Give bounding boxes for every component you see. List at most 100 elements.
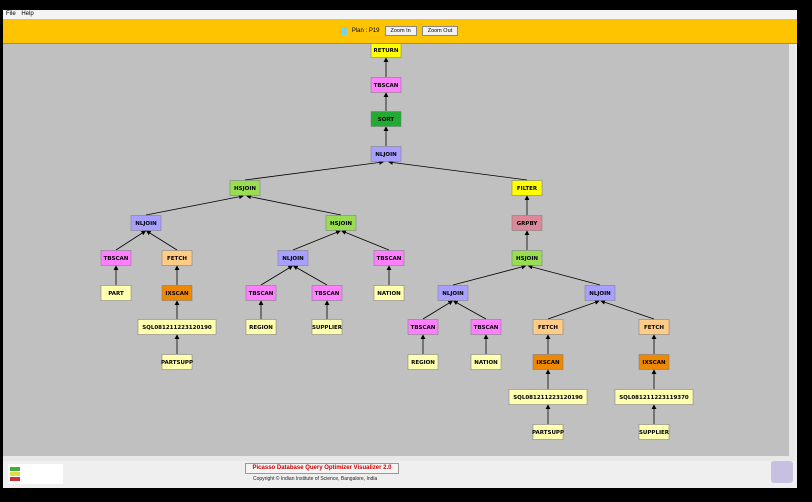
plan-node-nljoin[interactable]: NLJOIN (277, 250, 309, 266)
copyright-text: Copyright © Indian Institute of Science,… (253, 476, 378, 482)
plan-node-table[interactable]: SUPPLIER (638, 424, 670, 440)
plan-tree-canvas[interactable]: RETURN TBSCAN SORT NLJOIN HSJOIN FILTER NLJOIN… (3, 42, 795, 461)
plan-node-label: IXSCAN (642, 360, 666, 366)
toolbar: Plan : P19 Zoom In Zoom Out (3, 19, 797, 44)
plan-node-index[interactable]: SQL081211223119370 (614, 389, 694, 405)
plan-node-sort[interactable]: SORT (370, 111, 402, 127)
plan-node-nljoin[interactable]: NLJOIN (370, 146, 402, 162)
plan-node-box (532, 424, 564, 440)
plan-node-index[interactable]: SQL081211223120190 (508, 389, 588, 405)
plan-node-box (470, 319, 502, 335)
plan-node-return[interactable]: RETURN (370, 42, 402, 58)
iisc-logo (771, 461, 793, 483)
horizontal-scrollbar[interactable] (3, 456, 795, 461)
plan-node-box (137, 319, 217, 335)
plan-node-filter[interactable]: FILTER (511, 180, 543, 196)
plan-node-ixscan[interactable]: IXSCAN (161, 285, 193, 301)
plan-node-label: FETCH (167, 256, 187, 262)
plan-node-label: TBSCAN (104, 256, 129, 262)
plan-node-tbscan[interactable]: TBSCAN (370, 77, 402, 93)
menu-help[interactable]: Help (21, 11, 34, 17)
plan-node-box (532, 319, 564, 335)
plan-node-box (311, 285, 343, 301)
menu-bar: File Help (3, 10, 797, 19)
plan-node-box (511, 250, 543, 266)
plan-node-label: PARTSUPP (161, 360, 193, 366)
plan-node-tbscan[interactable]: TBSCAN (470, 319, 502, 335)
plan-node-tbscan[interactable]: TBSCAN (373, 250, 405, 266)
plan-edge (145, 230, 178, 251)
plan-node-ixscan[interactable]: IXSCAN (532, 354, 564, 370)
plan-node-box (245, 319, 277, 335)
plan-node-fetch[interactable]: FETCH (638, 319, 670, 335)
plan-node-box (407, 319, 439, 335)
plan-node-table[interactable]: REGION (407, 354, 439, 370)
plan-node-fetch[interactable]: FETCH (161, 250, 193, 266)
plan-node-label: FETCH (644, 325, 664, 331)
plan-node-label: REGION (411, 360, 435, 366)
plan-node-hsjoin[interactable]: HSJOIN (229, 180, 261, 196)
plan-node-label: PARTSUPP (532, 430, 564, 436)
plan-node-table[interactable]: NATION (470, 354, 502, 370)
plan-color-swatch (341, 27, 347, 35)
zoom-in-button[interactable]: Zoom In (384, 26, 417, 36)
plan-node-box (638, 319, 670, 335)
vertical-scrollbar[interactable] (789, 44, 795, 456)
plan-node-box (311, 319, 343, 335)
plan-node-grpby[interactable]: GRPBY (511, 215, 543, 231)
plan-edge (260, 265, 294, 286)
plan-node-index[interactable]: SQL081211223120190 (137, 319, 217, 335)
plan-node-table[interactable]: NATION (373, 285, 405, 301)
plan-node-nljoin[interactable]: NLJOIN (584, 285, 616, 301)
plan-node-box (470, 354, 502, 370)
plan-node-label: TBSCAN (315, 291, 340, 297)
plan-node-tbscan[interactable]: TBSCAN (311, 285, 343, 301)
plan-edge (600, 300, 655, 320)
plan-node-nljoin[interactable]: NLJOIN (130, 215, 162, 231)
plan-node-ixscan[interactable]: IXSCAN (638, 354, 670, 370)
zoom-out-button[interactable]: Zoom Out (421, 26, 459, 36)
plan-node-label: SUPPLIER (312, 325, 343, 331)
plan-node-label: SQL081211223120190 (142, 325, 212, 331)
plan-node-table[interactable]: PARTSUPP (161, 354, 193, 370)
plan-node-tbscan[interactable]: TBSCAN (407, 319, 439, 335)
plan-node-box (161, 354, 193, 370)
plan-edge (452, 300, 487, 320)
plan-node-box (373, 250, 405, 266)
plan-edge (115, 230, 147, 251)
plan-node-label: NLJOIN (442, 291, 464, 297)
footer: Picasso Database Query Optimizer Visuali… (3, 461, 797, 488)
plan-node-label: NATION (474, 360, 498, 366)
plan-node-hsjoin[interactable]: HSJOIN (511, 250, 543, 266)
plan-node-label: IXSCAN (536, 360, 560, 366)
app-title-button[interactable]: Picasso Database Query Optimizer Visuali… (245, 463, 399, 474)
plan-node-box (100, 250, 132, 266)
plan-node-table[interactable]: PART (100, 285, 132, 301)
plan-node-box (161, 250, 193, 266)
plan-node-table[interactable]: REGION (245, 319, 277, 335)
plan-node-fetch[interactable]: FETCH (532, 319, 564, 335)
plan-tree: RETURN TBSCAN SORT NLJOIN HSJOIN FILTER NLJOIN… (100, 42, 694, 440)
plan-node-tbscan[interactable]: TBSCAN (100, 250, 132, 266)
plan-node-label: SQL081211223119370 (619, 395, 689, 401)
plan-node-tbscan[interactable]: TBSCAN (245, 285, 277, 301)
plan-node-table[interactable]: SUPPLIER (311, 319, 343, 335)
menu-file[interactable]: File (6, 11, 16, 17)
plan-edge (292, 265, 328, 286)
plan-node-box (245, 285, 277, 301)
plan-edge (145, 194, 244, 216)
plan-node-label: NLJOIN (135, 221, 157, 227)
plan-node-label: NLJOIN (589, 291, 611, 297)
plan-node-table[interactable]: PARTSUPP (532, 424, 564, 440)
plan-node-box (508, 389, 588, 405)
plan-node-label: TBSCAN (374, 83, 399, 89)
plan-edge (422, 300, 454, 320)
plan-node-box (130, 215, 162, 231)
plan-node-label: PART (108, 291, 124, 297)
plan-node-box (584, 285, 616, 301)
plan-node-label: TBSCAN (411, 325, 436, 331)
plan-node-hsjoin[interactable]: HSJOIN (325, 215, 357, 231)
plan-node-nljoin[interactable]: NLJOIN (437, 285, 469, 301)
plan-edge (246, 194, 342, 216)
plan-node-box (370, 77, 402, 93)
